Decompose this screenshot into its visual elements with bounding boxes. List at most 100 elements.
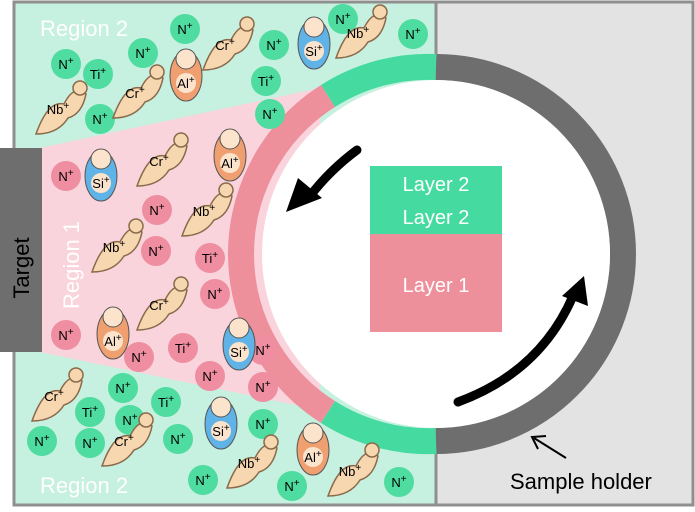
figure-label-element: Al [221, 156, 233, 171]
figure-label-charge: + [355, 463, 361, 474]
ion-label-element: N [202, 369, 211, 384]
ion-label: Ti+ [175, 340, 191, 357]
ion-label: N+ [92, 111, 107, 128]
figure-label-charge: + [229, 37, 235, 48]
figure-label-element: Cr [114, 434, 128, 449]
figure-label-element: Nb [103, 240, 120, 255]
ion-region_bottom-6: N+ [248, 409, 278, 439]
muscle-ion-region_top-3: Cr+ [111, 64, 165, 119]
ion-label-charge: + [132, 412, 138, 423]
ion-label-element: N [34, 434, 43, 449]
ion-label-element: Ti [82, 405, 92, 420]
figure-label-charge: + [242, 344, 248, 355]
ion-label-element: Ti [158, 395, 168, 410]
baby-body-icon [304, 41, 324, 61]
sample-holder-label: Sample holder [510, 469, 652, 494]
figure-label: Nb+ [103, 239, 126, 256]
figure-label-element: Nb [339, 464, 356, 479]
ion-label-element: Ti [202, 251, 212, 266]
ion-label-charge: + [145, 45, 151, 56]
ion-label-element: N [255, 417, 264, 432]
ion-circle [188, 465, 218, 495]
ion-region_middle-6: N+ [124, 342, 154, 372]
ion-circle [255, 99, 285, 129]
ion-circle [398, 19, 428, 49]
ion-circle [384, 467, 414, 497]
baby-ion-region_middle-7: Si+ [222, 317, 256, 371]
figure-label-element: Nb [47, 102, 64, 117]
ions-layer: N+N+N+N+N+N+Ti+Ti+N+N+N+N+N+Ti+N+N+N+Ti+… [27, 4, 428, 501]
muscle-body-icon [90, 227, 143, 273]
ion-label-charge: + [345, 11, 351, 22]
ion-label-charge: + [276, 37, 282, 48]
ion-region_bottom-2: N+ [27, 426, 57, 456]
ion-circle [51, 320, 81, 350]
ion-circle [170, 14, 200, 44]
ion-label: N+ [170, 431, 185, 448]
ion-circle [277, 471, 307, 501]
green-band-bottom [321, 400, 437, 455]
baby-body-icon [211, 421, 231, 441]
ion-label-element: N [82, 436, 91, 451]
ion-circle [248, 409, 278, 439]
muscle-body-icon [180, 191, 233, 237]
figure-label: Cr+ [149, 153, 169, 170]
ion-label-element: N [405, 27, 414, 42]
figure-label: Nb+ [193, 203, 216, 220]
layer-2-top-block [370, 166, 502, 200]
ion-label-charge: + [159, 202, 165, 213]
figure-label-element: Cr [149, 298, 163, 313]
muscle-body-icon [135, 285, 188, 331]
figure-label: Nb+ [347, 25, 370, 42]
baby-ion-region_bottom-4: Al+ [296, 422, 330, 476]
baby-ion-region_middle-2: Si+ [84, 148, 118, 202]
baby-ion-region_top-1: Si+ [297, 16, 331, 70]
ion-circle [248, 372, 278, 402]
ion-label-element: N [177, 22, 186, 37]
baby-face-icon [90, 148, 112, 170]
ion-label: N+ [405, 26, 420, 43]
ion-circle [128, 38, 158, 68]
ion-region_bottom-0: N+ [108, 373, 138, 403]
ion-region_top-2: N+ [328, 4, 358, 34]
layer-1-block [370, 234, 502, 332]
figures-layer: Cr+Si+Nb+Cr+Al+Nb+Cr+Al+Si+Nb+Nb+Cr+Al+S… [30, 4, 388, 497]
ion-region_middle-3: Ti+ [195, 243, 225, 273]
baby-face-icon [228, 317, 250, 339]
muscle-ion-region_bottom-5: Nb+ [326, 442, 380, 497]
muscle-ion-region_middle-5: Cr+ [135, 276, 189, 331]
muscle-fist-icon [239, 16, 255, 32]
muscle-ion-region_middle-3: Nb+ [180, 182, 234, 237]
sample-holder-pointer-head [530, 435, 547, 450]
ion-label: N+ [177, 21, 192, 38]
figure-label-charge: + [128, 433, 134, 444]
figure-label: Nb+ [47, 101, 70, 118]
baby-face-icon [302, 422, 324, 444]
figure-label-charge: + [317, 43, 323, 54]
region-1-label: Region 1 [59, 221, 84, 309]
baby-body-icon [220, 153, 240, 173]
ion-label-element: N [92, 112, 101, 127]
ion-region_bottom-5: N+ [163, 424, 193, 454]
muscle-fist-icon [68, 367, 84, 383]
ion-circle [195, 361, 225, 391]
layer-1-label: Layer 1 [403, 275, 470, 297]
muscle-fist-icon [149, 64, 165, 80]
baby-body-icon [176, 73, 196, 93]
muscle-fist-icon [173, 132, 189, 148]
ion-label-charge: + [141, 349, 147, 360]
ion-label: N+ [262, 106, 277, 123]
muscle-body-icon [334, 13, 387, 59]
baby-face-icon [210, 396, 232, 418]
figure-label-element: Nb [238, 456, 255, 471]
ion-label: N+ [58, 168, 73, 185]
ion-label-charge: + [100, 66, 106, 77]
ion-region_top-8: N+ [85, 104, 115, 134]
ion-region_middle-10: N+ [248, 335, 278, 365]
ion-region_top-0: N+ [170, 14, 200, 44]
muscle-ion-region_bottom-3: Nb+ [225, 434, 279, 489]
ion-circle [142, 195, 172, 225]
ion-region_bottom-3: Ti+ [151, 387, 181, 417]
ion-region_top-1: N+ [259, 30, 289, 60]
figure-label: Si+ [212, 423, 230, 440]
